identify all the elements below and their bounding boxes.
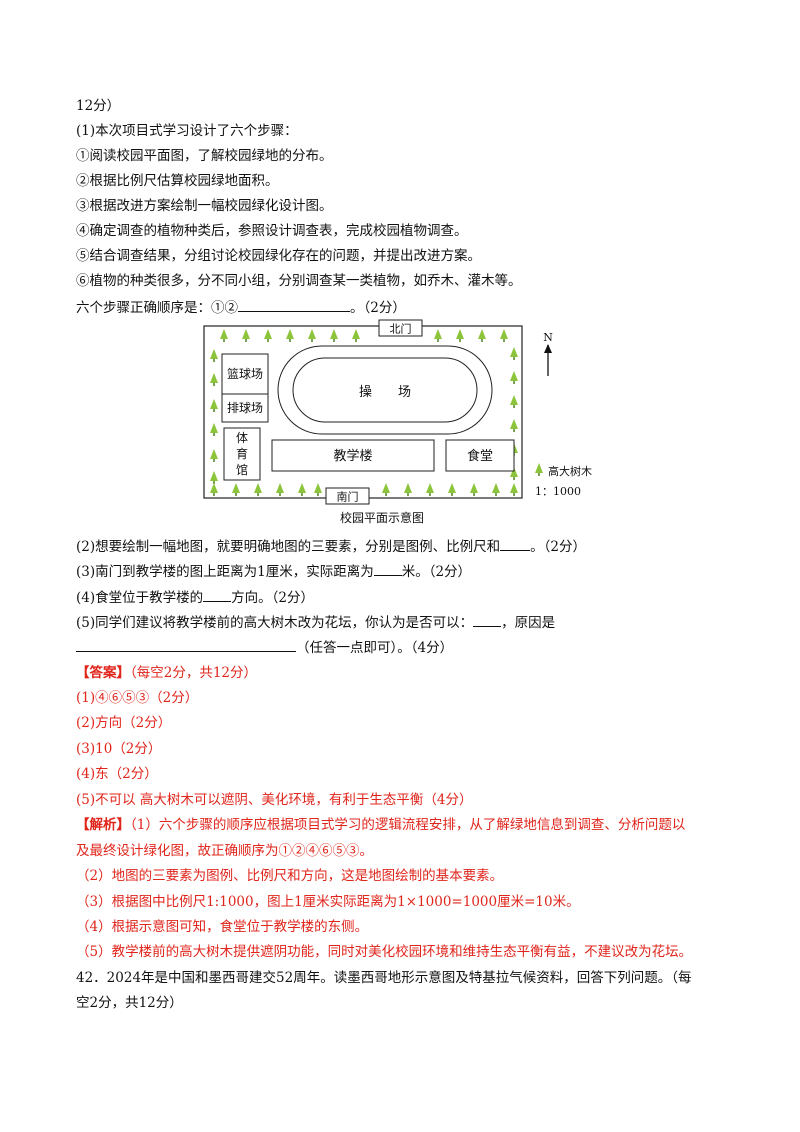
explanation-1-text: （1）六个步骤的顺序应根据项目式学习的逻辑流程安排，从了解绿地信息到调查、分析问… bbox=[130, 817, 686, 833]
q4-score: 方向。（2分） bbox=[231, 590, 314, 606]
q3-text: (3)南门到教学楼的图上距离为1厘米，实际距离为 bbox=[76, 564, 374, 580]
answer-blank[interactable] bbox=[203, 587, 232, 602]
north-gate-box bbox=[378, 319, 423, 337]
answer-title: 【答案】 bbox=[76, 665, 130, 681]
q5-score: （任答一点即可）。（4分） bbox=[296, 640, 454, 656]
q5-reason: ，原因是 bbox=[501, 615, 556, 631]
step-4: ④确定调查的植物种类后，参照设计调查表，完成校园植物调查。 bbox=[76, 223, 468, 239]
answer-blank[interactable] bbox=[373, 561, 402, 576]
campus-map: 北门 南门 篮球场 排球场 体 育 馆 操 场 教学楼 食堂 N 高大树木 1：… bbox=[203, 319, 592, 525]
q4-text: (4)食堂位于教学楼的 bbox=[76, 590, 204, 606]
south-gate-label: 南门 bbox=[337, 490, 359, 504]
order-prompt: 六个步骤正确顺序是：①② bbox=[76, 300, 238, 316]
sub-question-4: (4)食堂位于教学楼的 方向。（2分） bbox=[76, 587, 314, 607]
question-42: 42．2024年是中国和墨西哥建交52周年。读墨西哥地形示意图及特基拉气候资料，… bbox=[76, 970, 692, 986]
answer-1: (1)④⑥⑤③（2分） bbox=[76, 690, 199, 706]
question-tail: 12分） bbox=[76, 98, 121, 114]
answer-3: (3)10（2分） bbox=[76, 741, 162, 757]
volleyball-court bbox=[221, 393, 269, 423]
answer-blank[interactable] bbox=[238, 297, 350, 312]
sub-question-1: (1)本次项目式学习设计了六个步骤： bbox=[76, 123, 298, 139]
explanation-4: （4）根据示意图可知，食堂位于教学楼的东侧。 bbox=[76, 919, 369, 935]
sub-question-2: (2)想要绘制一幅地图，就要明确地图的三要素，分别是图例、比例尺和 。（2分） bbox=[76, 536, 586, 556]
sub-question-5: (5)同学们建议将教学楼前的高大树木改为花坛，你认为是否可以： ，原因是 bbox=[76, 612, 555, 632]
canteen-label: 食堂 bbox=[467, 448, 493, 464]
track-inner bbox=[292, 357, 478, 423]
basketball-label: 篮球场 bbox=[227, 366, 263, 381]
gym-char-3: 馆 bbox=[236, 462, 248, 477]
order-score: 。（2分） bbox=[350, 300, 406, 316]
sub-question-5-cont: （任答一点即可）。（4分） bbox=[76, 637, 453, 657]
explanation-3: （3）根据图中比例尺1:1000，图上1厘米实际距离为1×1000=1000厘米… bbox=[76, 894, 580, 910]
north-letter: N bbox=[543, 331, 553, 344]
south-gate-box bbox=[325, 487, 370, 505]
legend-tree-icon bbox=[535, 463, 543, 476]
explanation-title: 【解析】 bbox=[76, 817, 130, 833]
explanation-1: 【解析】（1）六个步骤的顺序应根据项目式学习的逻辑流程安排，从了解绿地信息到调查… bbox=[76, 816, 685, 834]
answer-blank[interactable] bbox=[76, 637, 296, 652]
legend-label: 高大树木 bbox=[548, 464, 592, 478]
canteen bbox=[445, 439, 515, 472]
answer-note: （每空2分，共12分） bbox=[130, 665, 258, 681]
step-3: ③根据改进方案绘制一幅校园绿化设计图。 bbox=[76, 198, 333, 214]
answer-4: (4)东（2分） bbox=[76, 766, 158, 782]
answer-blank[interactable] bbox=[473, 612, 502, 627]
question-42-cont: 空2分，共12分） bbox=[76, 995, 183, 1011]
scale-label: 1：1000 bbox=[535, 485, 581, 498]
order-question: 六个步骤正确顺序是：①② 。（2分） bbox=[76, 297, 406, 317]
basketball-court bbox=[221, 353, 269, 395]
answer-2: (2)方向（2分） bbox=[76, 715, 172, 731]
answer-blank[interactable] bbox=[500, 536, 531, 551]
step-1: ①阅读校园平面图，了解校园绿地的分布。 bbox=[76, 148, 333, 164]
q3-score: 米。（2分） bbox=[401, 564, 472, 580]
explanation-1-cont: 及最终设计绿化图，故正确顺序为①②④⑥⑤③。 bbox=[76, 843, 373, 859]
teaching-building-label: 教学楼 bbox=[333, 448, 372, 464]
volleyball-label: 排球场 bbox=[227, 401, 263, 415]
explanation-2: （2）地图的三要素为图例、比例尺和方向，这是地图绘制的基本要素。 bbox=[76, 868, 504, 884]
step-5: ⑤结合调查结果，分组讨论校园绿化存在的问题，并提出改进方案。 bbox=[76, 248, 481, 264]
playground-label: 操 场 bbox=[359, 384, 411, 400]
gymnasium bbox=[223, 427, 261, 481]
q2-score: 。（2分） bbox=[530, 539, 586, 555]
answer-5: (5)不可以 高大树木可以遮阴、美化环境，有利于生态平衡（4分） bbox=[76, 792, 473, 808]
teaching-building bbox=[271, 439, 435, 472]
north-gate-label: 北门 bbox=[390, 322, 412, 336]
explanation-5: （5）教学楼前的高大树木提供遮阴功能，同时对美化校园环境和维持生态平衡有益，不建… bbox=[76, 944, 693, 960]
q2-text: (2)想要绘制一幅地图，就要明确地图的三要素，分别是图例、比例尺和 bbox=[76, 539, 501, 555]
north-arrowhead-icon bbox=[544, 344, 552, 353]
map-caption: 校园平面示意图 bbox=[340, 510, 424, 525]
q5-text: (5)同学们建议将教学楼前的高大树木改为花坛，你认为是否可以： bbox=[76, 615, 474, 631]
sub-question-3: (3)南门到教学楼的图上距离为1厘米，实际距离为 米。（2分） bbox=[76, 561, 471, 581]
step-2: ②根据比例尺估算校园绿地面积。 bbox=[76, 173, 279, 189]
step-6: ⑥植物的种类很多，分不同小组，分别调查某一类植物，如乔木、灌木等。 bbox=[76, 273, 522, 289]
gym-char-2: 育 bbox=[236, 446, 248, 461]
answer-header: 【答案】（每空2分，共12分） bbox=[76, 664, 257, 682]
gym-char-1: 体 bbox=[236, 431, 248, 445]
